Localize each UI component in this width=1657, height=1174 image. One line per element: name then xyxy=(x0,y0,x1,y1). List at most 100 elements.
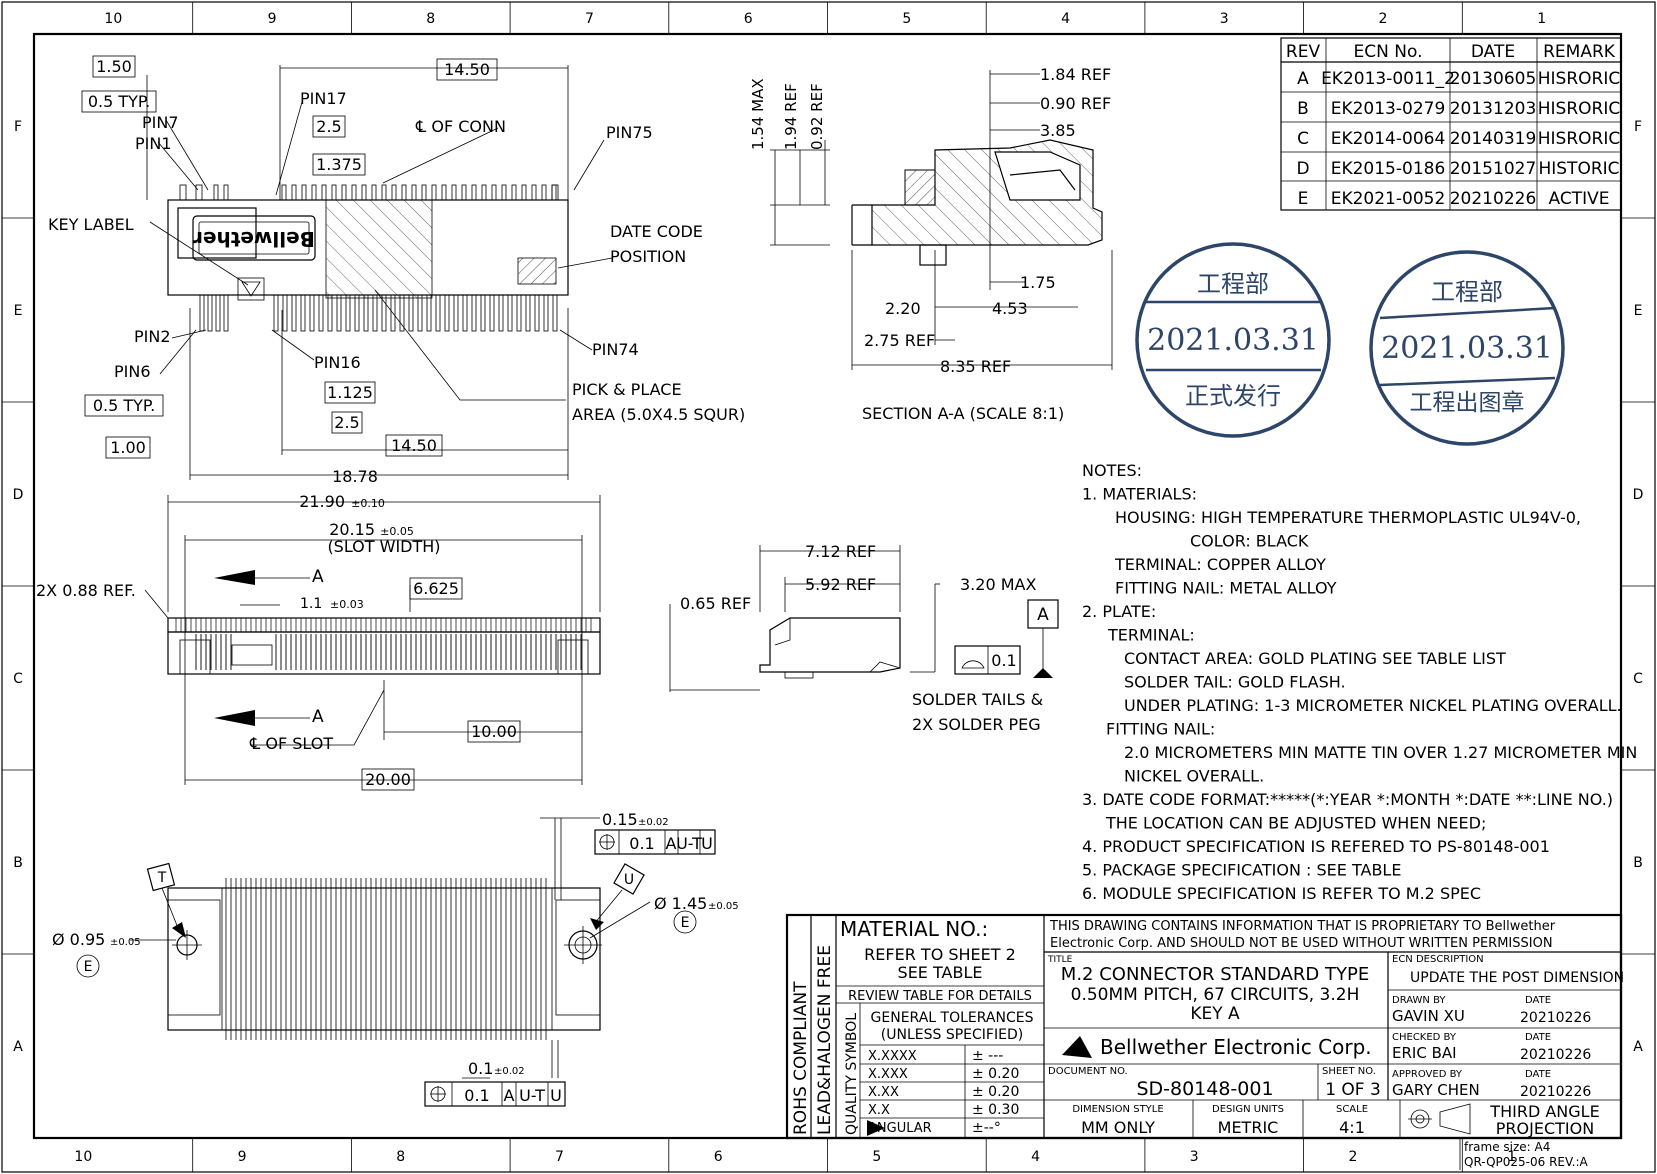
datum-e-left: E xyxy=(84,959,93,975)
datum-e-right: E xyxy=(681,915,690,931)
bottom-pin xyxy=(282,294,288,332)
projection-line-1: THIRD ANGLE xyxy=(1489,1102,1599,1121)
rev-cell: HISTORIC xyxy=(1538,159,1619,179)
dim-dia-1-45: Ø 1.45 xyxy=(654,894,707,913)
sheet-no-label: SHEET NO. xyxy=(1322,1066,1376,1077)
dim-10-00: 10.00 xyxy=(471,722,517,741)
top-pin xyxy=(501,184,507,201)
rev-cell: EK2014-0064 xyxy=(1331,129,1446,149)
dim-dia-1-45-tol: ±0.05 xyxy=(708,901,739,912)
dim-5-92-ref: 5.92 REF xyxy=(805,575,876,594)
key-label-logo: Bellwether xyxy=(193,227,315,251)
rev-cell: C xyxy=(1297,129,1309,149)
fcf-datum-u-top: U xyxy=(701,834,713,853)
stamp2-date: 2021.03.31 xyxy=(1381,331,1553,366)
dim-21-90-tol: ±0.10 xyxy=(351,497,385,510)
bottom-pin xyxy=(453,294,459,332)
top-pin xyxy=(331,184,337,201)
rev-cell: E xyxy=(1298,189,1309,209)
zone-col-top-3: 3 xyxy=(1220,11,1229,27)
dim-18-78: 18.78 xyxy=(332,467,378,486)
drawing-title-3: KEY A xyxy=(1190,1004,1240,1024)
top-pin xyxy=(341,184,347,201)
dim-2-20: 2.20 xyxy=(885,299,921,318)
top-pin xyxy=(541,184,547,201)
bottom-pin xyxy=(199,294,205,332)
tolerance-value-4: ±--° xyxy=(972,1120,1001,1136)
dim-slot-width: (SLOT WIDTH) xyxy=(327,537,440,556)
dim-0-5-typ: 0.5 TYP. xyxy=(88,92,150,111)
dim-1-00-box xyxy=(105,436,151,459)
bottom-pin xyxy=(399,294,405,332)
label-pin7: PIN7 xyxy=(142,113,179,132)
datum-u: U xyxy=(624,872,634,888)
dim-14-50-bottom-box xyxy=(385,434,443,457)
top-pin xyxy=(471,184,477,201)
zone-col-bottom-5: 5 xyxy=(872,1149,881,1165)
stamp2-top: 工程部 xyxy=(1431,278,1503,306)
zone-col-top-5: 5 xyxy=(902,11,911,27)
fcf-datum-u-bottom: U xyxy=(550,1086,562,1105)
dim-dia-0-95: Ø 0.95 xyxy=(52,930,105,949)
label-cl-of-slot: ℄ OF SLOT xyxy=(249,734,333,753)
section-caption: SECTION A-A (SCALE 8:1) xyxy=(862,404,1064,423)
drawn-date: 20210226 xyxy=(1520,1010,1591,1026)
zone-row-right-C: C xyxy=(1633,671,1643,687)
rev-cell: 20131203 xyxy=(1450,99,1537,119)
proprietary-line-2: Electronic Corp. AND SHOULD NOT BE USED … xyxy=(1050,936,1553,951)
dim-0-1-tol: ±0.02 xyxy=(494,1066,525,1077)
design-units: METRIC xyxy=(1218,1118,1279,1137)
bottom-pin xyxy=(381,294,387,332)
bottom-pin xyxy=(471,294,477,332)
dim-0-65-ref: 0.65 REF xyxy=(680,594,751,613)
dim-1-94-ref: 1.94 REF xyxy=(782,83,800,150)
bottom-pin xyxy=(507,294,513,332)
zone-row-right-F: F xyxy=(1634,119,1642,135)
dim-2-5-top-box xyxy=(312,115,346,138)
zone-row-right-B: B xyxy=(1633,855,1643,871)
rev-cell: A xyxy=(1297,69,1309,89)
dim-1-1: 1.1 xyxy=(300,596,322,612)
projection-line-2: PROJECTION xyxy=(1496,1119,1594,1138)
sheet-number: 1 OF 3 xyxy=(1325,1080,1381,1100)
bottom-pin xyxy=(354,294,360,332)
rev-cell: D xyxy=(1296,159,1309,179)
rev-cell: HISRORIC xyxy=(1538,129,1620,149)
rev-cell: EK2021-0052 xyxy=(1331,189,1446,209)
stamp-drawing: 工程部 2021.03.31 工程出图章 xyxy=(1369,250,1565,446)
bottom-pin xyxy=(327,294,333,332)
rev-cell: 20210226 xyxy=(1450,189,1537,209)
bottom-pin xyxy=(552,294,558,332)
bottom-pin xyxy=(215,294,221,332)
proprietary-line-1: THIS DRAWING CONTAINS INFORMATION THAT I… xyxy=(1049,919,1556,934)
zone-row-right-E: E xyxy=(1634,303,1643,319)
dim-1-375-box xyxy=(312,153,366,176)
dimension-style-label: DIMENSION STYLE xyxy=(1072,1104,1163,1115)
dim-1-375: 1.375 xyxy=(316,155,362,174)
dim-flatness-0-1: 0.1 xyxy=(991,651,1016,670)
top-pin xyxy=(491,184,497,201)
document-number: SD-80148-001 xyxy=(1136,1078,1273,1100)
bottom-pin xyxy=(444,294,450,332)
zone-row-left-A: A xyxy=(13,1039,23,1055)
zone-col-top-6: 6 xyxy=(744,11,753,27)
dimension-style: MM ONLY xyxy=(1081,1118,1155,1137)
dim-7-12-ref: 7.12 REF xyxy=(805,542,876,561)
dim-20-00-box xyxy=(361,768,415,791)
drawn-by-label: DRAWN BY xyxy=(1392,995,1446,1006)
top-pin xyxy=(511,184,517,201)
rev-header-0: REV xyxy=(1286,42,1321,62)
top-pin xyxy=(371,184,377,201)
notes-block: NOTES:1. MATERIALS:HOUSING: HIGH TEMPERA… xyxy=(1082,461,1637,903)
bottom-pin xyxy=(300,294,306,332)
note-line-5: FITTING NAIL: METAL ALLOY xyxy=(1115,579,1337,598)
document-no-label: DOCUMENT NO. xyxy=(1048,1066,1128,1077)
section-arrow-a-bottom: A xyxy=(312,707,324,727)
title-label: TITLE xyxy=(1047,955,1073,965)
top-pin xyxy=(401,184,407,201)
fcf-datum-a-top: A xyxy=(666,834,677,853)
note-line-2: HOUSING: HIGH TEMPERATURE THERMOPLASTIC … xyxy=(1115,508,1581,527)
label-pin1: PIN1 xyxy=(135,134,172,153)
